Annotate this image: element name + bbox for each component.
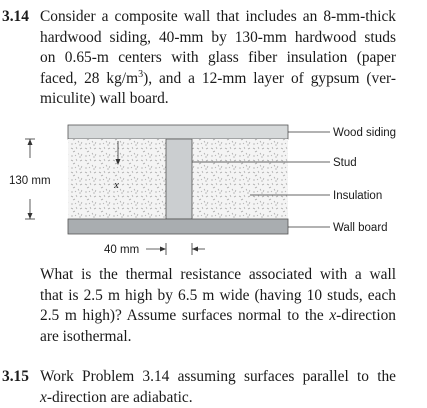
problem-3-14: 3.14 Consider a composite wall that incl… bbox=[2, 7, 396, 110]
problem-number: 3.14 bbox=[2, 8, 29, 25]
superscript: 3 bbox=[138, 68, 144, 80]
density-text: faced, 28 kg/m bbox=[40, 69, 139, 87]
problem-3-15: 3.15 Work Problem 3.14 assuming surfaces… bbox=[2, 367, 396, 408]
wood-siding-label: Wood siding bbox=[333, 127, 396, 139]
question-text-line: What is the thermal resistance associate… bbox=[40, 266, 396, 283]
problem-text-line: Work Problem 3.14 assuming surfaces para… bbox=[40, 368, 396, 385]
composite-wall-figure: Wood siding Stud Insulation Wall board 1… bbox=[9, 124, 396, 256]
problem-text-line: faced, 28 kg/m3), and a 12-mm layer of g… bbox=[40, 69, 396, 90]
problem-3-14-question: What is the thermal resistance associate… bbox=[40, 265, 396, 347]
x-variable: x bbox=[40, 388, 47, 406]
x-axis-label: x bbox=[113, 179, 119, 191]
question-text-line: 2.5 m high)? Assume surfaces normal to t… bbox=[40, 306, 396, 327]
question-text-fragment: 2.5 m high)? Assume surfaces normal to t… bbox=[40, 307, 330, 324]
problem-text-fragment: -direction are adiabatic. bbox=[46, 388, 193, 406]
problem-text-line: hardwood siding, 40-mm by 130-mm hardwoo… bbox=[40, 28, 396, 46]
problem-text-line: on 0.65-m centers with glass fiber insul… bbox=[40, 49, 396, 66]
width-dimension-label: 40 mm bbox=[104, 244, 139, 256]
height-dimension-label: 130 mm bbox=[9, 175, 51, 187]
wall-board-layer bbox=[67, 218, 289, 235]
insulation-label: Insulation bbox=[333, 190, 382, 202]
question-text-line: that is 2.5 m high by 6.5 m wide (having… bbox=[40, 286, 396, 304]
wood-siding-layer bbox=[67, 124, 289, 140]
problem-number: 3.15 bbox=[2, 368, 29, 385]
wall-board-label: Wall board bbox=[333, 222, 388, 234]
question-text-line: are isothermal. bbox=[40, 327, 132, 345]
problem-text-line: x-direction are adiabatic. bbox=[40, 388, 396, 408]
problem-text-fragment: ), and a 12-mm layer of gypsum (ver- bbox=[143, 69, 396, 87]
x-variable: x bbox=[329, 307, 337, 324]
question-text-fragment: -direction bbox=[336, 307, 396, 324]
problem-text-line: Consider a composite wall that includes … bbox=[40, 8, 396, 25]
stud-block bbox=[165, 138, 193, 220]
problem-text-line: miculite) wall board. bbox=[40, 90, 169, 107]
stud-label: Stud bbox=[333, 157, 357, 169]
